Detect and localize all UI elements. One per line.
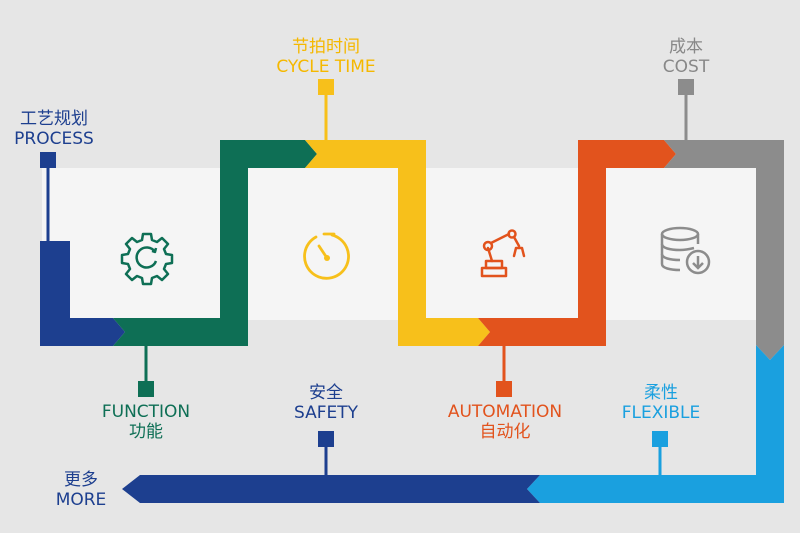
gear-icon <box>120 232 174 286</box>
yellow-segment <box>305 140 490 346</box>
more-arrow <box>122 475 540 503</box>
cycle-time-marker <box>318 79 334 95</box>
function-label-cn: 功能 <box>129 422 163 442</box>
cost-label-cn: 成本 <box>669 37 703 57</box>
process-label: 工艺规划 PROCESS <box>4 109 104 149</box>
more-label-cn: 更多 <box>64 470 98 490</box>
cycle-time-label: 节拍时间 CYCLE TIME <box>256 37 396 77</box>
safety-label: 安全 SAFETY <box>276 383 376 423</box>
cycle-time-label-en: CYCLE TIME <box>276 57 376 77</box>
cycle-time-label-cn: 节拍时间 <box>292 37 360 57</box>
database-download-icon <box>660 226 711 275</box>
process-label-en: PROCESS <box>14 129 94 149</box>
more-label: 更多 MORE <box>36 470 126 510</box>
safety-label-en: SAFETY <box>293 403 359 423</box>
function-marker <box>138 381 154 397</box>
gray-segment <box>664 140 784 360</box>
process-marker <box>40 152 56 168</box>
process-label-cn: 工艺规划 <box>20 109 88 129</box>
cost-label-en: COST <box>662 57 710 77</box>
function-label-en: FUNCTION <box>101 402 191 422</box>
blue-segment <box>527 345 784 503</box>
automation-marker <box>496 381 512 397</box>
more-label-en: MORE <box>55 490 107 510</box>
green-segment <box>113 140 317 346</box>
automation-label: AUTOMATION 自动化 <box>428 402 582 442</box>
automation-label-en: AUTOMATION <box>447 402 563 422</box>
automation-label-cn: 自动化 <box>479 422 531 442</box>
orange-segment <box>478 140 676 346</box>
cost-marker <box>678 79 694 95</box>
navy-segment <box>40 241 125 346</box>
safety-label-cn: 安全 <box>309 383 343 403</box>
flexible-label-cn: 柔性 <box>644 383 678 403</box>
function-label: FUNCTION 功能 <box>86 402 206 442</box>
flexible-label-en: FLEXIBLE <box>621 403 701 423</box>
flexible-label: 柔性 FLEXIBLE <box>606 383 716 423</box>
safety-marker <box>318 431 334 447</box>
flexible-marker <box>652 431 668 447</box>
cost-label: 成本 COST <box>640 37 732 77</box>
robot-arm-icon <box>480 229 526 278</box>
stopwatch-icon <box>303 232 350 280</box>
